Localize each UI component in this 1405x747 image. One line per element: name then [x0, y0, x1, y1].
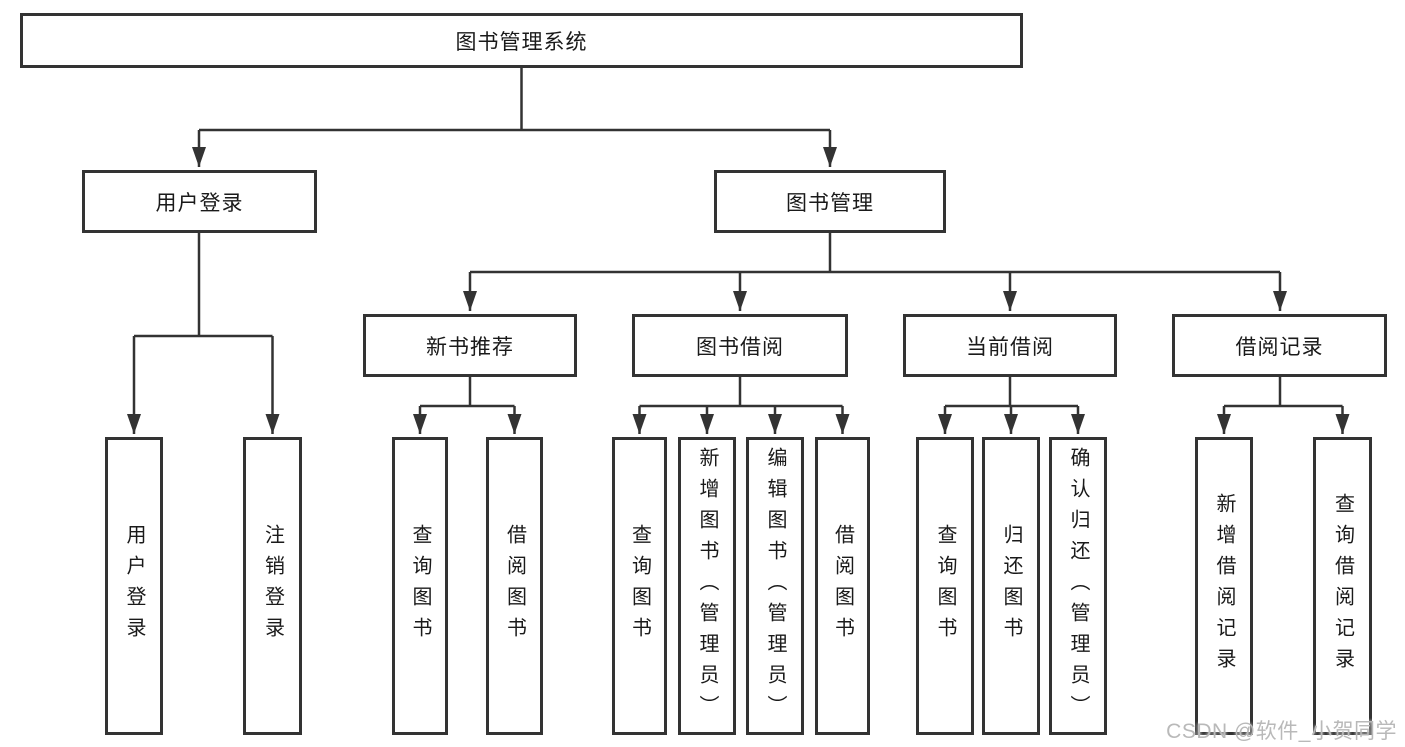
node-borrow-records: 借阅记录 — [1172, 314, 1387, 377]
node-new-book-recommend: 新书推荐 — [363, 314, 577, 377]
leaf-add-book-admin: 新增图书（管理员） — [678, 437, 736, 735]
connector-group-book-management — [463, 233, 1287, 311]
leaf-query-books-recommend: 查询图书 — [392, 437, 448, 735]
leaf-query-borrow-record: 查询借阅记录 — [1313, 437, 1372, 735]
leaf-confirm-return-admin-label: 确认归还（管理员） — [1067, 446, 1089, 726]
leaf-confirm-return-admin: 确认归还（管理员） — [1049, 437, 1107, 735]
connector-group-root — [192, 68, 837, 167]
leaf-borrow-books: 借阅图书 — [815, 437, 870, 735]
leaf-edit-book-admin: 编辑图书（管理员） — [746, 437, 804, 735]
node-user-login: 用户登录 — [82, 170, 317, 233]
leaf-add-book-admin-label: 新增图书（管理员） — [696, 446, 718, 726]
leaf-edit-book-admin-label: 编辑图书（管理员） — [764, 446, 786, 726]
node-book-management-label: 图书管理 — [786, 191, 874, 215]
node-new-book-recommend-label: 新书推荐 — [426, 335, 514, 359]
node-book-management: 图书管理 — [714, 170, 946, 233]
leaf-borrow-books-label: 借阅图书 — [831, 524, 854, 648]
leaf-add-borrow-record: 新增借阅记录 — [1195, 437, 1253, 735]
node-root: 图书管理系统 — [20, 13, 1023, 68]
leaf-query-books-borrow-label: 查询图书 — [628, 524, 651, 648]
leaf-query-books-borrow: 查询图书 — [612, 437, 667, 735]
leaf-logout: 注销登录 — [243, 437, 302, 735]
node-current-borrow: 当前借阅 — [903, 314, 1117, 377]
leaf-query-borrow-record-label: 查询借阅记录 — [1331, 493, 1354, 679]
leaf-add-borrow-record-label: 新增借阅记录 — [1213, 493, 1235, 679]
connector-group-book-borrow — [632, 377, 850, 434]
connector-group-new-book-recommend — [413, 377, 522, 434]
leaf-query-books-current-label: 查询图书 — [934, 524, 956, 648]
node-root-label: 图书管理系统 — [455, 30, 588, 54]
leaf-return-book: 归还图书 — [982, 437, 1040, 735]
connector-group-user-login — [127, 233, 280, 434]
node-current-borrow-label: 当前借阅 — [966, 335, 1054, 359]
leaf-query-books-recommend-label: 查询图书 — [409, 524, 431, 648]
leaf-logout-label: 注销登录 — [261, 524, 284, 648]
leaf-borrow-books-recommend-label: 借阅图书 — [503, 524, 526, 648]
node-book-borrow-label: 图书借阅 — [696, 335, 784, 359]
leaf-user-login-label: 用户登录 — [123, 524, 145, 648]
connector-group-borrow-records — [1217, 377, 1350, 434]
leaf-return-book-label: 归还图书 — [1000, 524, 1022, 648]
csdn-watermark: CSDN @软件_小贺同学 — [1166, 720, 1397, 743]
connector-group-current-borrow — [938, 377, 1085, 434]
node-user-login-label: 用户登录 — [155, 191, 244, 215]
leaf-borrow-books-recommend: 借阅图书 — [486, 437, 543, 735]
leaf-user-login: 用户登录 — [105, 437, 163, 735]
node-book-borrow: 图书借阅 — [632, 314, 848, 377]
node-borrow-records-label: 借阅记录 — [1235, 335, 1324, 359]
leaf-query-books-current: 查询图书 — [916, 437, 974, 735]
